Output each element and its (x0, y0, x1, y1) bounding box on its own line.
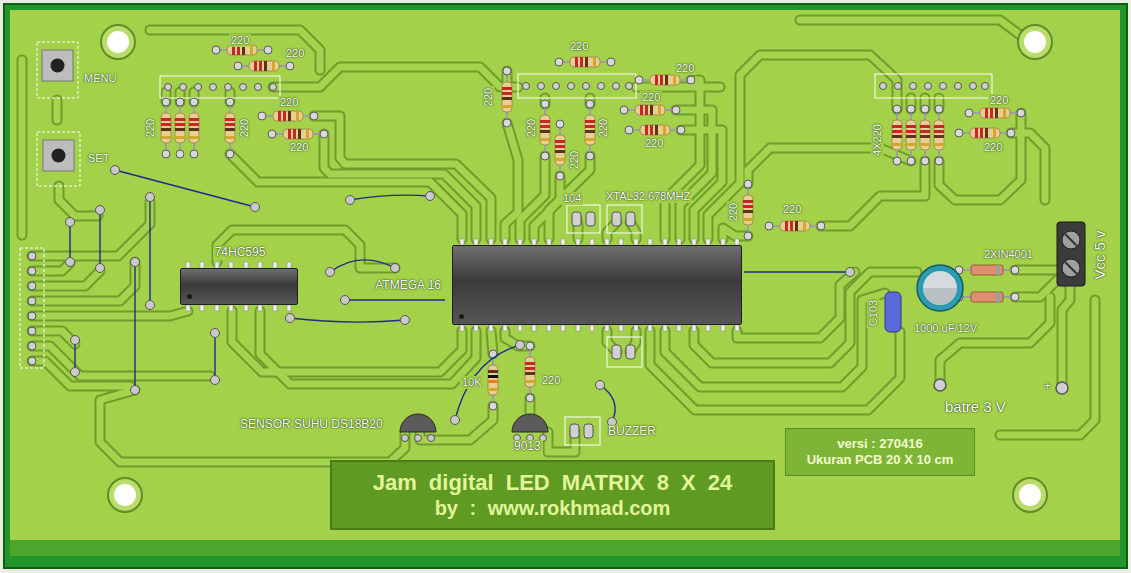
ic-chip: 74HC595 (180, 268, 298, 305)
resistor-symbol (555, 120, 565, 180)
diode-symbol (955, 292, 1019, 302)
plate-text: Ukuran PCB 20 X 10 cm (807, 452, 954, 468)
transistor-symbol (400, 414, 548, 432)
plate-text: versi : 270416 (837, 436, 922, 452)
copper-trace (22, 20, 1095, 462)
resistor-symbol (620, 105, 680, 115)
resistor-symbol (965, 108, 1025, 118)
silkscreen-label: + (1042, 380, 1053, 394)
resistor-symbol (189, 98, 199, 158)
chip-label: 74HC595 (213, 246, 268, 260)
resistor-symbol (635, 75, 695, 85)
silkscreen-label: 220 (238, 117, 251, 139)
title-plate: Jam digital LED MATRIX 8 X 24by : www.ro… (330, 460, 775, 530)
push-button (37, 42, 80, 186)
resistor-symbol (892, 105, 902, 165)
resistor-symbol (161, 45, 1025, 410)
silkscreen-label: SENSOR SUHU DS18B20 (238, 418, 385, 432)
silkscreen-label: 220 (525, 117, 538, 139)
plate-text: by : www.rokhmad.com (435, 496, 671, 520)
resistor-symbol (258, 111, 318, 121)
silkscreen-label: Vcc 5 v (1091, 228, 1108, 281)
board-edge-strip (10, 540, 1120, 556)
silkscreen-label: 4X220 (871, 122, 884, 158)
resistor-symbol (743, 180, 753, 240)
board-frame (4, 4, 1127, 568)
silkscreen-label: 220 (781, 203, 803, 216)
resistor-symbol (525, 342, 535, 402)
header-pin (165, 83, 989, 91)
diode-symbol (955, 265, 1019, 302)
via-pad (66, 166, 855, 442)
copper-pour (10, 10, 1120, 540)
resistor-symbol (225, 98, 235, 158)
resistor-symbol (625, 125, 685, 135)
silkscreen-label: 220 (988, 94, 1010, 107)
trace-outline (22, 20, 1095, 462)
resistor-symbol (934, 105, 944, 165)
silkscreen-label: 9013 (512, 440, 543, 454)
resistor-symbol (175, 98, 185, 158)
silkscreen-label: 220 (144, 117, 157, 139)
resistor-symbol (555, 57, 615, 67)
resistor-symbol (765, 221, 825, 231)
silkscreen-label: 220 (597, 117, 610, 139)
pin-header (160, 74, 992, 98)
version-plate: versi : 270416Ukuran PCB 20 X 10 cm (785, 428, 975, 476)
silkscreen-label: SET (86, 152, 111, 165)
resistor-symbol (540, 100, 550, 160)
silkscreen-label: batre 3 V (943, 398, 1008, 415)
silkscreen-label: 220 (278, 96, 300, 109)
battery-pad (934, 379, 1068, 394)
silkscreen-label: 220 (540, 374, 562, 387)
silkscreen-label: 1000 uF/12V (912, 322, 979, 335)
silkscreen-label: 220 (229, 34, 251, 47)
resistor-symbol (955, 128, 1015, 138)
plate-text: Jam digital LED MATRIX 8 X 24 (373, 470, 733, 496)
resistor-symbol (502, 67, 512, 127)
silkscreen-label: 220 (284, 47, 306, 60)
resistor-symbol (234, 61, 294, 71)
resistor-symbol (906, 105, 916, 165)
silkscreen-label: 220 (640, 91, 662, 104)
silkscreen-label: 220 (482, 86, 495, 108)
resistor-symbol (920, 105, 930, 165)
silkscreen-label: 220 (288, 141, 310, 154)
resistor-symbol (161, 98, 171, 158)
silkscreen-label: 220 (674, 62, 696, 75)
silkscreen-label: 220 (982, 141, 1004, 154)
silkscreen-label: 220 (643, 137, 665, 150)
silkscreen-label: 104 (561, 192, 583, 205)
silkscreen-label: 220 (568, 149, 581, 171)
resistor-symbol (268, 129, 328, 139)
silkscreen-label: BUZZER (606, 425, 658, 439)
microcontroller-chip: ATMEGA 16 (452, 245, 742, 325)
screw-terminal (1057, 222, 1085, 286)
silkscreen-label: XTAL32.678MHZ (604, 190, 692, 203)
jumper-wire (70, 170, 850, 422)
resistor-symbol (585, 100, 595, 160)
mounting-hole (101, 25, 1052, 512)
silkscreen-label: 10K (460, 376, 484, 389)
component-outline (565, 205, 642, 445)
chip-label: ATMEGA 16 (373, 279, 443, 293)
silkscreen-label: 220 (568, 40, 590, 53)
silkscreen-label: 220 (727, 201, 740, 223)
display-connector (20, 248, 44, 368)
silkscreen-label: C103 (867, 298, 880, 328)
diode-symbol (955, 265, 1019, 275)
silkscreen-label: 2XIN4001 (982, 248, 1035, 261)
silkscreen-label: MENU (82, 72, 118, 85)
